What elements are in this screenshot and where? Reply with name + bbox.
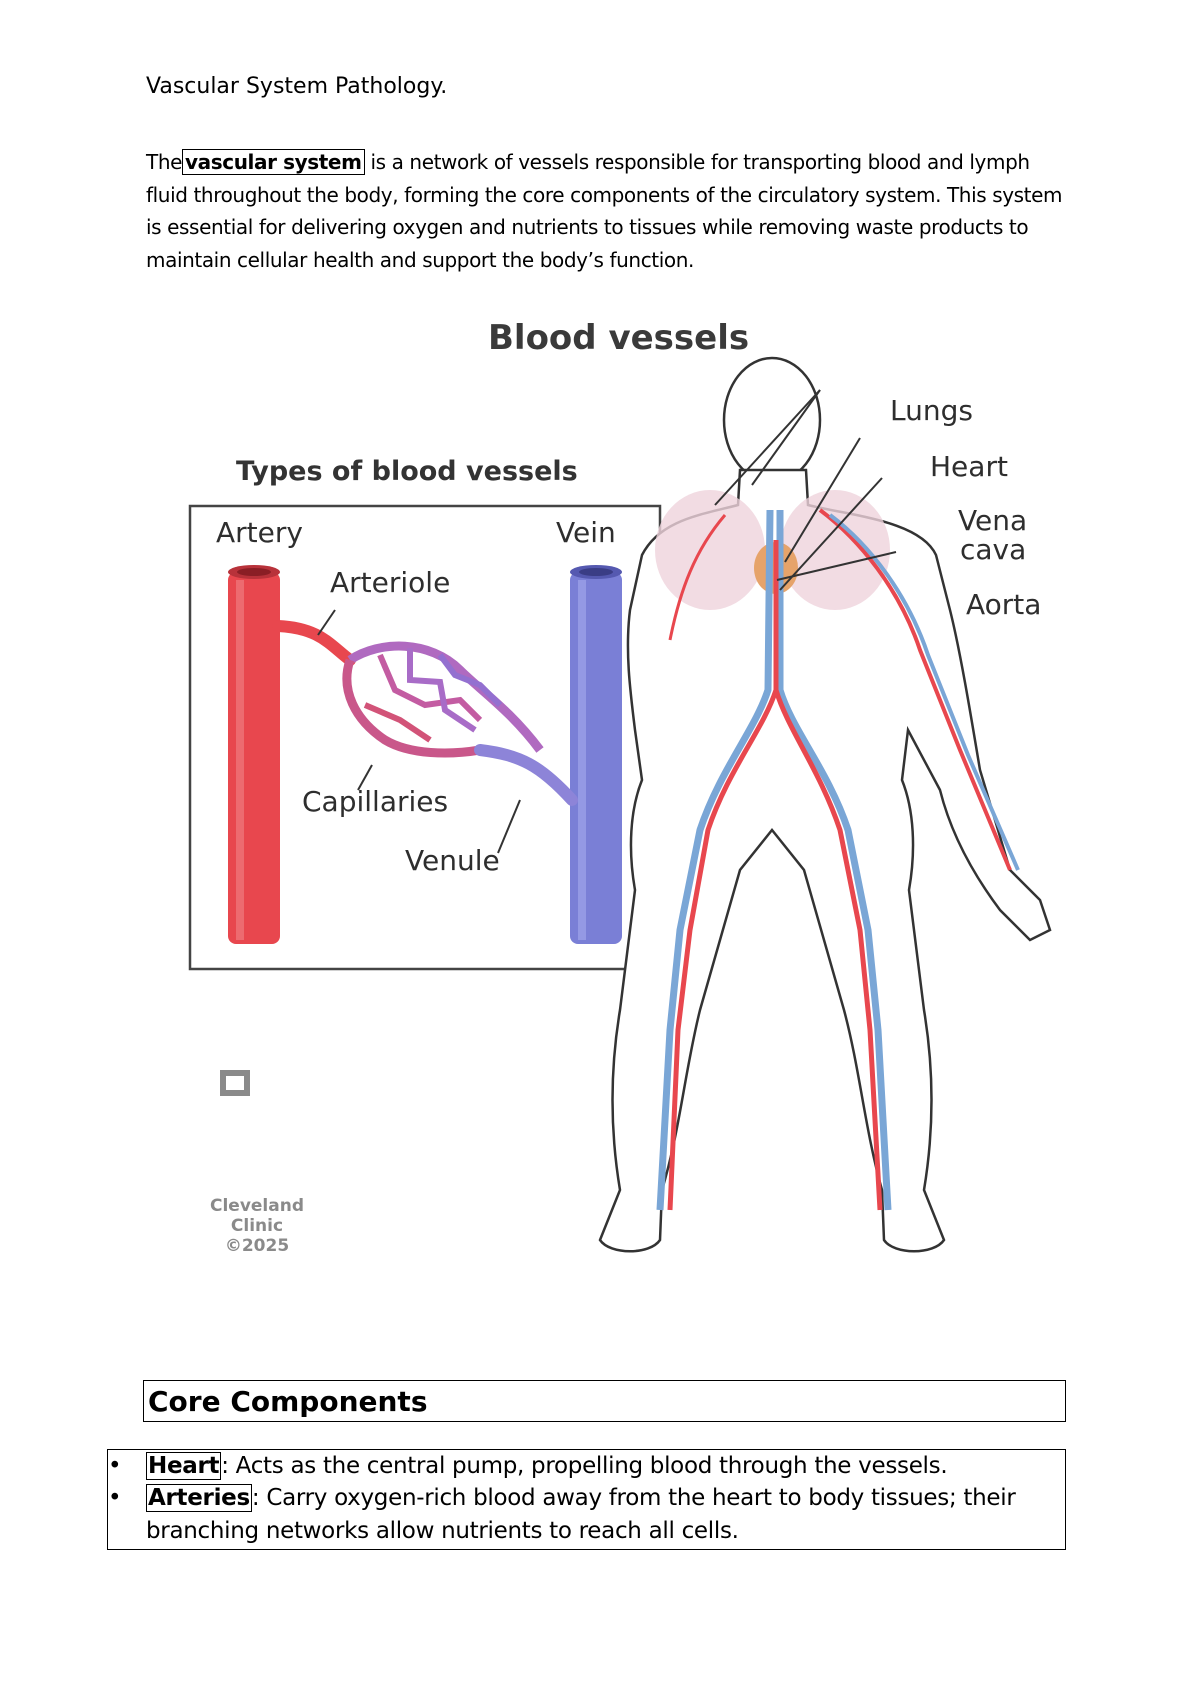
item-text: : Carry oxygen-rich blood away from the … (251, 1485, 1016, 1511)
human-body (598, 356, 1052, 1253)
core-components-heading: Core Components (148, 1385, 428, 1418)
item-text: : Acts as the central pump, propelling b… (221, 1453, 948, 1479)
vein-tube (570, 572, 622, 944)
blood-vessels-illustration (188, 356, 1052, 1253)
document-title: Vascular System Pathology. (146, 74, 448, 99)
blood-vessels-figure: Blood vessels Types of blood vessels Art… (180, 310, 1080, 1290)
artery-tube (228, 572, 280, 944)
label-artery: Artery (216, 516, 303, 549)
label-vein: Vein (556, 516, 616, 549)
cleveland-clinic-logo-mark (220, 1070, 250, 1096)
bullet: • (108, 1453, 122, 1479)
label-arteriole: Arteriole (330, 566, 451, 599)
logo-line3: ©2025 (224, 1236, 290, 1256)
logo-line2: Clinic (230, 1216, 284, 1236)
figure-title: Blood vessels (488, 318, 750, 358)
term-arteries: Arteries (146, 1484, 252, 1512)
label-heart: Heart (930, 450, 1008, 483)
intro-keyword: vascular system (182, 149, 365, 175)
types-title: Types of blood vessels (236, 456, 578, 487)
label-capillaries: Capillaries (302, 785, 449, 818)
core-components-list: • Heart: Acts as the central pump, prope… (107, 1449, 1066, 1550)
intro-lead: The (146, 150, 182, 174)
label-venule: Venule (405, 844, 500, 877)
item-text-line2: branching networks allow nutrients to re… (146, 1518, 739, 1544)
term-heart: Heart (146, 1452, 222, 1480)
cleveland-clinic-logo: Cleveland Clinic ©2025 (202, 1160, 312, 1256)
logo-line1: Cleveland (209, 1196, 304, 1216)
label-cava: cava (960, 533, 1027, 566)
label-vena: Vena (958, 504, 1028, 537)
bullet: • (108, 1485, 122, 1511)
label-aorta: Aorta (966, 588, 1042, 621)
intro-rest: is a network of vessels responsible for … (146, 150, 1063, 272)
label-lungs: Lungs (890, 394, 973, 427)
core-components-heading-box: Core Components (143, 1380, 1066, 1422)
